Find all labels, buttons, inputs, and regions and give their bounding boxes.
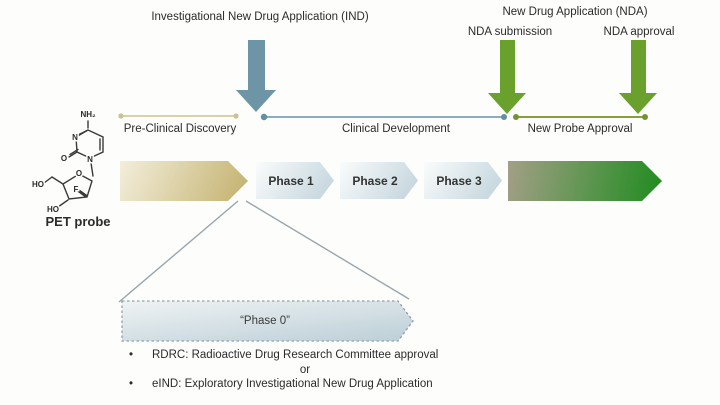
phase2-chevron: Phase 2 <box>340 162 418 199</box>
atom-f: F <box>74 185 79 194</box>
ind-arrow-shaft <box>247 40 265 90</box>
phase0-label: “Phase 0” <box>240 315 290 327</box>
atom-nh2: NH₂ <box>80 110 96 119</box>
atom-n-glyco: N <box>87 155 93 164</box>
rdrc-note-row: • RDRC: Radioactive Drug Research Commit… <box>110 348 500 363</box>
nda-submission-label: NDA submission <box>467 26 553 38</box>
nda-approval-label: NDA approval <box>603 26 675 38</box>
bullet-icon: • <box>128 378 134 390</box>
nda-approval-arrow-head <box>619 93 657 114</box>
eind-note-row: • eIND: Exploratory Investigational New … <box>110 377 500 392</box>
bullet-icon: • <box>128 349 134 361</box>
phase1-label: Phase 1 <box>268 173 314 188</box>
timeline-clinical-segment <box>260 113 507 121</box>
ind-arrow-head <box>236 90 276 112</box>
or-text: or <box>299 364 311 376</box>
clinical-development-label: Clinical Development <box>341 123 451 135</box>
phase1-chevron: Phase 1 <box>256 162 334 199</box>
eind-note: eIND: Exploratory Investigational New Dr… <box>152 378 433 390</box>
approval-stage-arrow <box>508 161 662 201</box>
atom-o-ring: O <box>76 169 82 178</box>
atom-n-ring: N <box>72 133 78 142</box>
timeline-preclinical-segment <box>118 113 239 119</box>
rdrc-note: RDRC: Radioactive Drug Research Committe… <box>152 349 439 361</box>
ind-down-arrow-icon <box>236 40 276 112</box>
atom-ho-bottom: HO <box>47 205 59 214</box>
phase0-dashed-arrow <box>121 300 414 342</box>
ind-title: Investigational New Drug Application (IN… <box>151 11 369 23</box>
nda-approval-down-arrow-icon <box>619 40 657 114</box>
nda-title: New Drug Application (NDA) <box>502 6 648 18</box>
new-probe-approval-label: New Probe Approval <box>527 123 633 135</box>
atom-o-carbonyl: O <box>61 154 67 163</box>
pet-probe-structure <box>43 120 104 208</box>
nda-approval-arrow-shaft <box>630 40 646 93</box>
atom-ho-left: HO <box>32 180 44 189</box>
phase0-expansion-lines <box>118 200 410 303</box>
nda-submission-arrow-head <box>488 93 526 114</box>
nda-submission-arrow-shaft <box>499 40 515 93</box>
pet-probe-atom-labels: NH₂ N N O O F HO HO <box>31 109 98 216</box>
preclinical-stage-arrow <box>120 161 248 201</box>
preclinical-label: Pre-Clinical Discovery <box>123 123 237 135</box>
phase3-chevron: Phase 3 <box>424 162 502 199</box>
phase0-notes: • RDRC: Radioactive Drug Research Commit… <box>110 348 500 392</box>
timeline-newprobe-segment <box>513 114 648 120</box>
phase2-label: Phase 2 <box>352 173 398 188</box>
nda-submission-down-arrow-icon <box>488 40 526 114</box>
phase3-label: Phase 3 <box>436 173 482 188</box>
pet-probe-caption: PET probe <box>45 214 111 229</box>
